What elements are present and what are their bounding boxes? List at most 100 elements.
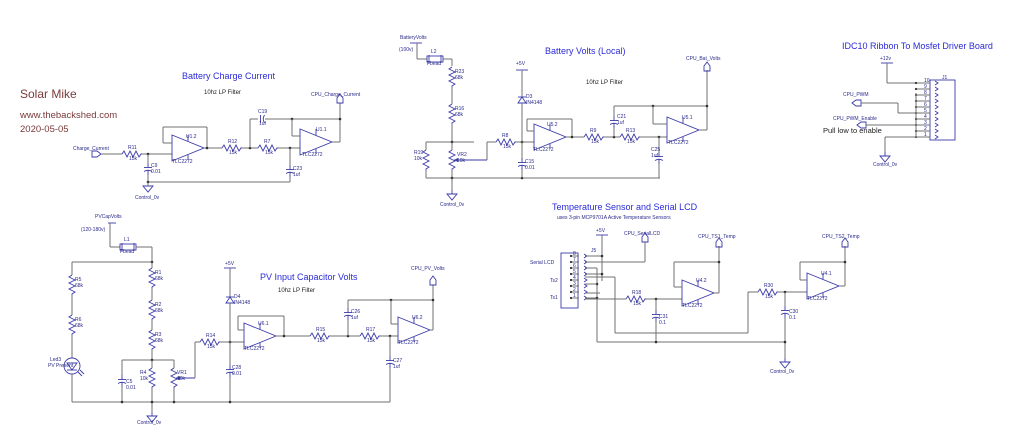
- net-label: CPU_PWM_Enable: [833, 116, 877, 122]
- value-c31: 0.1: [659, 320, 666, 326]
- value-l2: Fbead: [427, 61, 441, 67]
- value-r13: 15k: [627, 139, 636, 145]
- ref-r4: R4: [140, 370, 147, 376]
- author-site[interactable]: www.thebackshed.com: [19, 110, 117, 121]
- charge-section-subtitle: 10hz LP Filter: [204, 90, 241, 96]
- value-r23: 68k: [455, 75, 464, 81]
- ref-r8: R8: [502, 133, 509, 139]
- value-r6: 68k: [75, 323, 84, 329]
- value-u1-1: TLC2272: [302, 152, 323, 158]
- ref-c23: C23: [293, 166, 302, 172]
- ref-r7: R7: [264, 139, 271, 145]
- ground-icon: [779, 357, 791, 369]
- author-date: 2020-05-05: [20, 124, 69, 135]
- net-label: Control_0v: [770, 369, 795, 375]
- net-label: BatteryVolts: [400, 35, 427, 41]
- value-c21: 1uf: [617, 120, 625, 126]
- ref-l2: L2: [431, 49, 437, 55]
- battvolts-section-subtitle: 10hz LP Filter: [586, 80, 623, 86]
- net-label: Charge_Current: [73, 146, 109, 152]
- value-r19: 10k: [414, 156, 423, 162]
- value-u4-2: TLC2272: [682, 303, 703, 309]
- ref-c30: C30: [789, 309, 798, 315]
- value-c25: 1uf: [651, 153, 659, 159]
- ref-r16: R16: [455, 106, 464, 112]
- value-c28: 0.01: [232, 371, 242, 377]
- net-label: CPU_TS1_Temp: [698, 234, 736, 240]
- charge-section-title: Battery Charge Current: [182, 71, 276, 81]
- value-r8: 15k: [503, 144, 512, 150]
- pin-number: 6: [924, 102, 927, 108]
- pin-number: 2: [924, 126, 927, 132]
- ref-d4: D4: [234, 294, 241, 300]
- value-r4: 10k: [140, 376, 149, 382]
- ref-c9: C9: [151, 163, 158, 169]
- ref-c15: C15: [525, 159, 534, 165]
- value-u6-2: TLC2272: [398, 340, 419, 346]
- value-r30: 15k: [765, 294, 774, 300]
- net-label: CPU_SerialLCD: [624, 231, 661, 237]
- value-r5: 68k: [75, 283, 84, 289]
- capacitor-c5: [117, 374, 127, 388]
- idc-section-title: IDC10 Ribbon To Mosfet Driver Board: [842, 41, 993, 51]
- net-label: +5V: [596, 228, 606, 234]
- value-led3: PV Present: [48, 363, 74, 369]
- pin-number: 9: [924, 84, 927, 90]
- net-label: PVCapVolts: [95, 214, 122, 220]
- ref-vr1: VR1: [177, 370, 187, 376]
- idc-section-note: Pull low to enable: [823, 126, 882, 135]
- ref-r1: R1: [155, 270, 162, 276]
- value-d4: IN4148: [234, 300, 250, 306]
- value-u4-1: TLC2272: [807, 296, 828, 302]
- ref-l1: L1: [124, 237, 130, 243]
- value-u1-2: TLC2272: [172, 159, 193, 165]
- ref-led3: Led3: [50, 357, 61, 363]
- value-d3: IN4148: [526, 100, 542, 106]
- ref-vr2: VR2: [457, 152, 467, 158]
- cpu-bat-volts-port-icon: [703, 61, 711, 72]
- net-label: CPU_Bat_Volts: [686, 56, 721, 62]
- ref-r23: R23: [455, 69, 464, 75]
- pin-number: 1: [924, 132, 927, 138]
- net-label: (100v): [399, 47, 414, 53]
- value-u6-1: TLC2272: [244, 346, 265, 352]
- ref-u6-1: U6.1: [258, 321, 269, 327]
- pin-number: 7: [573, 257, 576, 263]
- value-c30: 0.1: [789, 315, 796, 321]
- value-c19: 1uf: [259, 121, 267, 127]
- net-label: Ts2: [550, 278, 558, 284]
- value-vr1: 10k: [177, 376, 186, 382]
- ref-c25: C25: [651, 147, 660, 153]
- ref-u5-1: U5.1: [682, 115, 693, 121]
- diode-d4: [225, 296, 235, 304]
- ref-u4-2: U4.2: [696, 278, 707, 284]
- ref-r9: R9: [590, 128, 597, 134]
- value-l1: Fbead: [120, 249, 134, 255]
- temp-section-subtitle: uses 3-pin MCP9701A Active Temperature S…: [557, 215, 671, 221]
- net-label: Ts1: [550, 295, 558, 301]
- value-u5-1: TLC2272: [668, 140, 689, 146]
- pin-number: 3: [924, 120, 927, 126]
- resistor-r19: [422, 149, 430, 171]
- ref-r6: R6: [75, 317, 82, 323]
- value-r7: 15k: [265, 150, 274, 156]
- ref-j1: J1: [942, 75, 948, 81]
- value-c9: 0.01: [151, 169, 161, 175]
- ref-c26: C26: [351, 309, 360, 315]
- ref-r30: R30: [764, 283, 773, 289]
- ref-c28: C28: [232, 365, 241, 371]
- value-vr2: 10k: [457, 158, 466, 164]
- value-r16: 68k: [455, 112, 464, 118]
- value-r14: 15k: [207, 344, 216, 350]
- value-r9: 15k: [591, 139, 600, 145]
- pv-volts-circuit: [63, 222, 437, 423]
- ref-c21: C21: [617, 114, 626, 120]
- ref-c31: C31: [659, 314, 668, 320]
- pin-number: 4: [573, 275, 576, 281]
- value-r12: 15k: [229, 150, 238, 156]
- battery-volts-circuit: [410, 42, 711, 201]
- ref-r15: R15: [316, 327, 325, 333]
